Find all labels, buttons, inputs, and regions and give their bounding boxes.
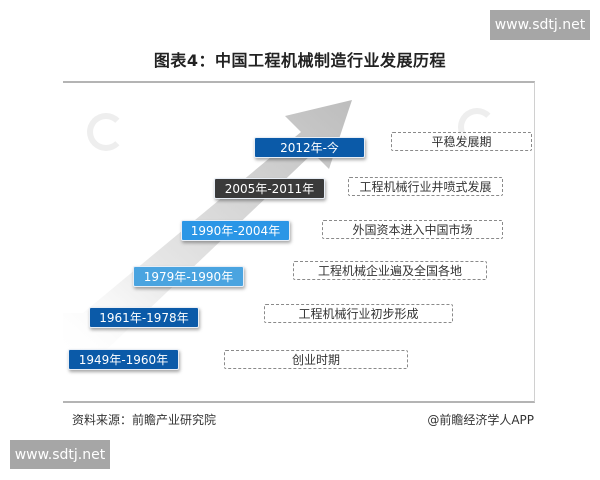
period-label-2005: 2005年-2011年 [214, 178, 325, 199]
period-label-1949: 1949年-1960年 [68, 349, 179, 370]
diagram-frame: 2012年-今 2005年-2011年 1990年-2004年 1979年-19… [63, 81, 535, 403]
period-label-1990: 1990年-2004年 [181, 220, 290, 241]
stage-description-2012: 平稳发展期 [391, 132, 532, 151]
stage-description-1949: 创业时期 [224, 350, 408, 369]
credit-note: @前瞻经济学人APP [427, 413, 534, 427]
watermark-bottom: www.sdtj.net [10, 440, 110, 469]
period-label-1979: 1979年-1990年 [133, 266, 244, 287]
period-label-2012: 2012年-今 [254, 137, 365, 158]
stage-description-1961: 工程机械行业初步形成 [264, 304, 453, 323]
watermark-top: www.sdtj.net [490, 10, 590, 40]
stage-description-2005: 工程机械行业井喷式发展 [348, 177, 503, 196]
logo-watermark-icon [87, 113, 125, 151]
stage-description-1979: 工程机械企业遍及全国各地 [293, 261, 487, 280]
source-note: 资料来源：前瞻产业研究院 [72, 413, 217, 427]
period-label-1961: 1961年-1978年 [89, 307, 199, 328]
chart-title: 图表4：中国工程机械制造行业发展历程 [153, 51, 447, 70]
stage-description-1990: 外国资本进入中国市场 [322, 220, 503, 239]
